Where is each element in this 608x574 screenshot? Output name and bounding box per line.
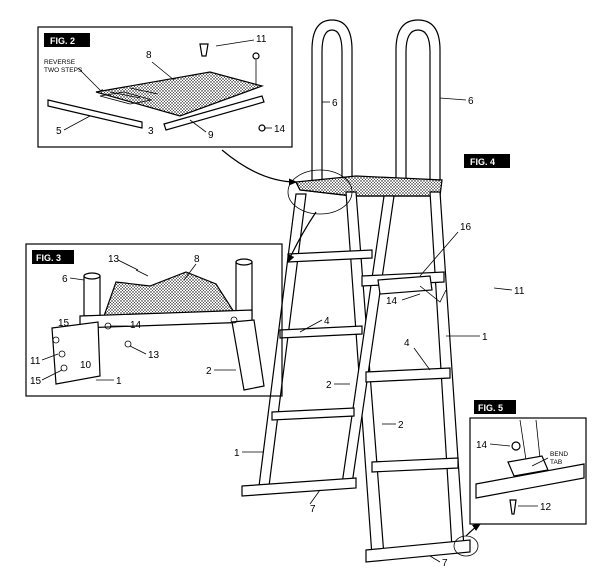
callout-fig3-13b: 13 bbox=[148, 350, 160, 361]
note-reverse: REVERSE bbox=[44, 59, 76, 66]
callout-main-4a: 4 bbox=[324, 316, 330, 327]
callout-fig5-12: 12 bbox=[540, 502, 552, 513]
callout-fig2-5: 5 bbox=[56, 126, 62, 137]
callout-main-1a: 1 bbox=[482, 332, 488, 343]
callout-main-4b: 4 bbox=[404, 338, 410, 349]
callout-fig2-14: 14 bbox=[274, 124, 286, 135]
fig3-rail-2 bbox=[231, 319, 265, 391]
fig2-panel: FIG. 2 REVERSE TWO STEPS 8 11 5 3 9 14 bbox=[37, 26, 293, 148]
callout-main-6a: 6 bbox=[332, 98, 338, 109]
back-foot bbox=[241, 477, 357, 497]
callout-fig2-8: 8 bbox=[146, 50, 152, 61]
fig2-side-rail-5 bbox=[47, 99, 143, 129]
callout-fig3-2: 2 bbox=[206, 366, 212, 377]
callout-fig3-10: 10 bbox=[80, 360, 92, 371]
callout-fig3-15a: 15 bbox=[58, 318, 70, 329]
fig4-title: FIG. 4 bbox=[470, 157, 495, 167]
main-ladder bbox=[241, 19, 479, 563]
fig2-title: FIG. 2 bbox=[50, 36, 75, 46]
callout-fig3-15b: 15 bbox=[30, 376, 42, 387]
fig3-rail-1 bbox=[51, 321, 101, 385]
callout-fig5-14: 14 bbox=[476, 440, 488, 451]
callout-fig3-11: 11 bbox=[30, 356, 41, 367]
callout-fig3-1: 1 bbox=[116, 376, 122, 387]
callout-fig3-14: 14 bbox=[130, 320, 142, 331]
callout-main-14: 14 bbox=[386, 296, 398, 307]
callout-fig2-11: 11 bbox=[256, 34, 267, 45]
note-bend: BEND bbox=[550, 451, 568, 458]
fig5-panel: FIG. 5 14 BEND TAB 12 bbox=[469, 400, 587, 525]
callout-fig2-3: 3 bbox=[148, 126, 154, 137]
handrail-right bbox=[395, 19, 441, 190]
callout-fig3-13a: 13 bbox=[108, 254, 120, 265]
fig3-pointer-arrow bbox=[287, 211, 317, 264]
front-foot bbox=[365, 539, 471, 563]
handrail-left bbox=[311, 19, 353, 186]
callout-main-2a: 2 bbox=[326, 380, 332, 391]
callout-main-7a: 7 bbox=[310, 504, 316, 515]
callout-main-16: 16 bbox=[460, 222, 472, 233]
callout-main-6b: 6 bbox=[468, 96, 474, 107]
note-two-steps: TWO STEPS bbox=[44, 67, 83, 74]
fig2-side-rail-9 bbox=[163, 95, 265, 131]
fig3-panel: FIG. 3 6 13 8 15 14 11 10 13 15 1 bbox=[25, 243, 283, 397]
callout-fig3-6: 6 bbox=[62, 274, 68, 285]
fig5-title: FIG. 5 bbox=[478, 403, 503, 413]
callout-main-11: 11 bbox=[514, 286, 525, 297]
callout-fig3-8: 8 bbox=[194, 254, 200, 265]
callout-main-7b: 7 bbox=[442, 558, 448, 569]
fig5-pointer-arrow bbox=[465, 523, 481, 537]
callout-fig2-9: 9 bbox=[208, 130, 214, 141]
top-platform bbox=[295, 175, 443, 197]
note-tab: TAB bbox=[550, 459, 562, 466]
main-callouts: 6 6 16 11 14 4 4 1 2 2 1 7 7 bbox=[234, 96, 525, 569]
callout-main-1b: 1 bbox=[234, 448, 240, 459]
detail-circle-top bbox=[287, 169, 353, 215]
callout-main-2b: 2 bbox=[398, 420, 404, 431]
bracket-16 bbox=[377, 275, 433, 295]
fig2-pointer-arrow bbox=[221, 149, 298, 186]
fig3-title: FIG. 3 bbox=[36, 253, 61, 263]
